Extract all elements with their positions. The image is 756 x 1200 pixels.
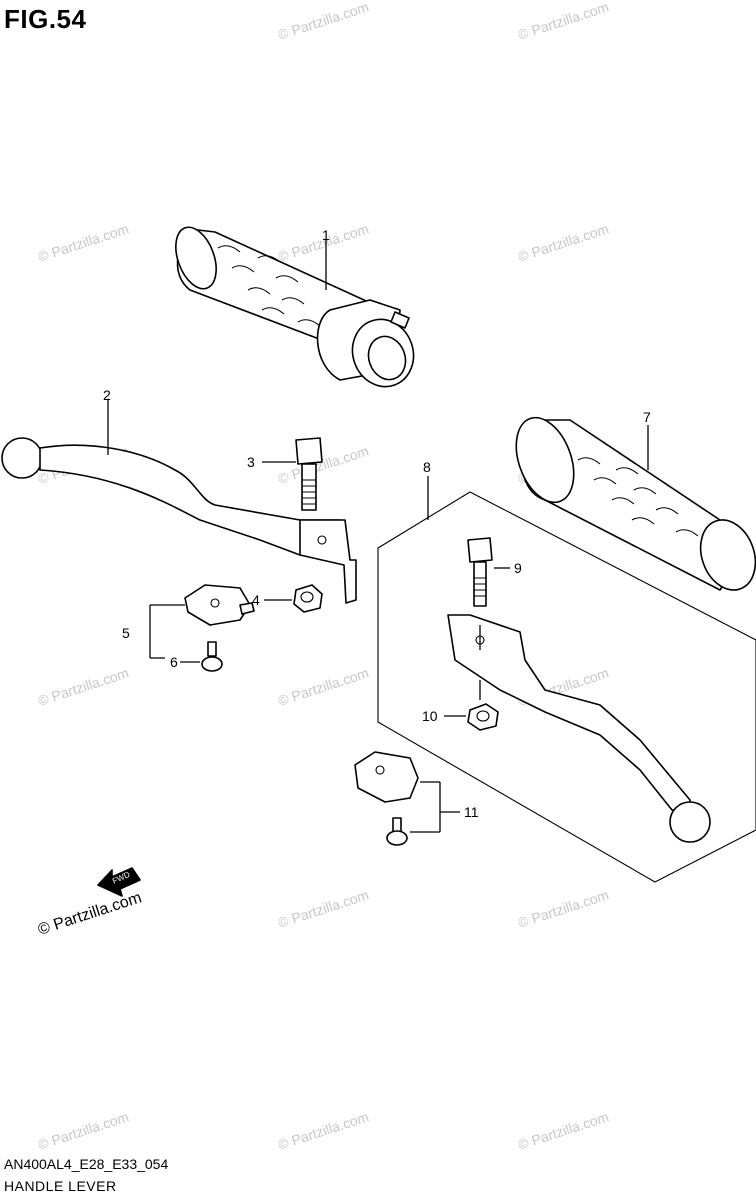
watermark: © Partzilla.com [516,0,611,43]
diagram-code: AN400AL4_E28_E33_054 [4,1156,169,1172]
watermark: © Partzilla.com [516,1108,611,1152]
callout-11: 11 [464,804,479,820]
diagram-caption: HANDLE LEVER [4,1178,117,1194]
watermark: © Partzilla.com [36,1108,131,1152]
callout-numbers: 1 2 3 4 5 6 7 8 9 10 11 [103,227,651,820]
watermark: © Partzilla.com [276,1108,371,1152]
part-grip-1 [175,226,415,388]
callout-3: 3 [247,454,255,470]
watermark: © Partzilla.com [276,0,371,43]
part-grip-7 [515,416,756,591]
callout-9: 9 [514,560,522,576]
watermark: © Partzilla.com [516,220,611,264]
callout-6: 6 [170,654,178,670]
callout-2: 2 [103,387,111,403]
part-switch-11 [354,751,419,846]
callout-8: 8 [423,459,431,475]
part-nut-10 [467,703,499,731]
watermark: © Partzilla.com [36,664,131,708]
callout-1: 1 [322,227,330,243]
part-lever-2 [1,437,357,604]
watermark: © Partzilla.com [276,442,371,486]
part-switch-5 [184,584,255,626]
callout-10: 10 [422,708,438,724]
figure-title: FIG.54 [4,4,87,34]
part-assembly-box-8 [377,491,756,883]
callout-leaders [107,240,649,833]
callout-4: 4 [252,592,260,608]
part-bolt-3 [295,437,323,511]
part-screw-6 [201,641,223,672]
watermark: © Partzilla.com [36,220,131,264]
copyright-text: © Partzilla.com [36,889,144,938]
callout-7: 7 [643,409,651,425]
watermark: © Partzilla.com [516,886,611,930]
watermark: © Partzilla.com [276,886,371,930]
callout-5: 5 [122,625,130,641]
watermark-layer: © Partzilla.com © Partzilla.com © Partzi… [36,0,611,1153]
watermark: © Partzilla.com [276,664,371,708]
part-bolt-9 [467,537,493,607]
part-nut-4 [293,584,323,613]
